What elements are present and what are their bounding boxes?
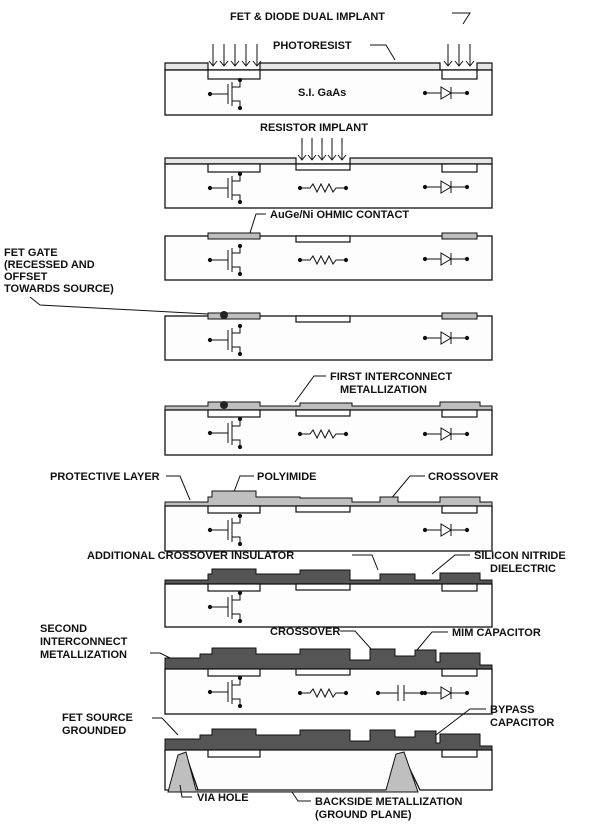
label-first-interconnect-1: FIRST INTERCONNECT [330,371,453,383]
diode-implant-region [441,69,478,80]
label-fet-gate-1: FET GATE [4,247,58,259]
label-second-interconnect-1: SECOND [40,623,87,635]
ohmic-contact-diode [441,232,478,240]
step-2-resistor-implant: RESISTOR IMPLANT [164,122,493,209]
resistor-region-7 [295,583,351,591]
fet-region-8 [207,668,261,677]
resistor-region-5 [295,409,351,417]
diode-region-7 [441,583,478,592]
label-mim-capacitor: MIM CAPACITOR [452,627,541,639]
leader-second-interconnect [150,652,173,660]
label-photoresist: PHOTORESIST [273,40,352,52]
label-polyimide: POLYIMIDE [257,471,317,483]
implant-arrows-resistor [297,138,347,161]
label-dual-implant: FET & DIODE DUAL IMPLANT [230,11,385,23]
label-crossover-1: CROSSOVER [428,471,498,483]
label-additional-crossover: ADDITIONAL CROSSOVER INSULATOR [87,550,294,562]
leader-photoresist [370,44,396,61]
step-3-ohmic-contact: AuGe/Ni OHMIC CONTACT [164,209,493,281]
label-fet-source-1: FET SOURCE [62,712,133,724]
insulator-layers [164,568,493,585]
step-8-second-interconnect: SECOND INTERCONNECT METALLIZATION CROSSO… [40,623,541,715]
label-resistor-implant: RESISTOR IMPLANT [260,122,368,134]
label-first-interconnect-2: METALLIZATION [340,384,427,396]
diode-region-9 [441,749,478,758]
label-bypass-2: CAPACITOR [490,717,554,729]
fet-region-6 [207,505,261,514]
label-protective-layer: PROTECTIVE LAYER [50,471,160,483]
leader-polyimide [231,475,254,498]
implant-arrows-left [208,44,262,67]
label-silicon-nitride-2: DIELECTRIC [490,563,556,575]
gate-metal [220,311,228,319]
label-ohmic-contact: AuGe/Ni OHMIC CONTACT [270,209,409,221]
leader-ohmic [249,213,266,234]
label-crossover-2: CROSSOVER [270,626,340,638]
leader-backside [291,791,311,802]
fet-region-9 [207,749,261,758]
fet-implant-2 [207,163,261,173]
fet-region-5 [207,409,261,418]
diode-region-5 [441,409,478,418]
leader-additional-crossover [352,554,379,571]
step-9-via-backside: FET SOURCE GROUNDED BYPASS CAPACITOR VIA… [62,704,554,821]
ohmic-contact-diode-4 [441,312,478,320]
leader-silicon-nitride [431,554,470,575]
leader-mim [416,631,448,651]
label-fet-gate-4: TOWARDS SOURCE) [4,283,114,295]
gate-metal-5 [220,401,228,409]
label-via-hole: VIA HOLE [197,792,249,804]
resistor-region-6 [295,505,351,513]
ohmic-contact-fet [207,232,261,240]
leader-bypass [431,708,486,739]
leader-protective [166,475,191,501]
resistor-implant-region [295,163,351,171]
leader-via-hole [179,784,192,798]
photoresist-layer-2 [164,157,493,165]
label-fet-gate-2: (RECESSED AND [4,259,95,271]
label-silicon-nitride-1: SILICON NITRIDE [474,550,566,562]
leader-fet-source [152,717,179,736]
label-second-interconnect-3: METALLIZATION [40,649,127,661]
label-second-interconnect-2: INTERCONNECT [40,636,128,648]
polyimide-layer [164,490,493,507]
fet-implant-region [207,69,261,80]
resistor-region-4 [295,315,351,323]
label-fet-source-2: GROUNDED [62,725,126,737]
substrate-4 [164,315,493,361]
step-5-first-interconnect: FIRST INTERCONNECT METALLIZATION [164,371,493,456]
resistor-region-8 [295,668,351,676]
second-metal-layer [164,647,493,670]
ohmic-contact-fet-4 [207,312,261,320]
leader-crossover-1 [389,475,425,501]
top-stack-layers [164,728,493,751]
resistor-region-3 [295,235,351,243]
fet-region-7 [207,583,261,592]
label-fet-gate-3: OFFSET [4,271,48,283]
leader-crossover-2 [340,630,373,651]
label-substrate: S.I. GaAs [298,87,346,99]
first-metal-layer [164,401,493,411]
implant-arrows-right [443,44,475,67]
step-6-polyimide: PROTECTIVE LAYER POLYIMIDE CROSSOVER [50,471,498,552]
label-backside-2: (GROUND PLANE) [315,809,412,821]
step-4-fet-gate: FET GATE (RECESSED AND OFFSET TOWARDS SO… [4,247,493,361]
leader-dual-implant [452,12,471,25]
label-bypass-1: BYPASS [490,704,534,716]
step-7-crossover-insulator: ADDITIONAL CROSSOVER INSULATOR SILICON N… [87,550,566,628]
diode-region-8 [441,668,478,677]
label-backside-1: BACKSIDE METALLIZATION [315,796,463,808]
backside-metal-ground-plane [167,751,419,793]
diode-implant-2 [441,163,478,173]
step-1-dual-implant: FET & DIODE DUAL IMPLANT PHOTORESIST S.I… [164,11,493,116]
leader-first-interconnect [294,375,326,403]
diode-region-6 [441,505,478,514]
leader-fet-gate [29,296,209,315]
